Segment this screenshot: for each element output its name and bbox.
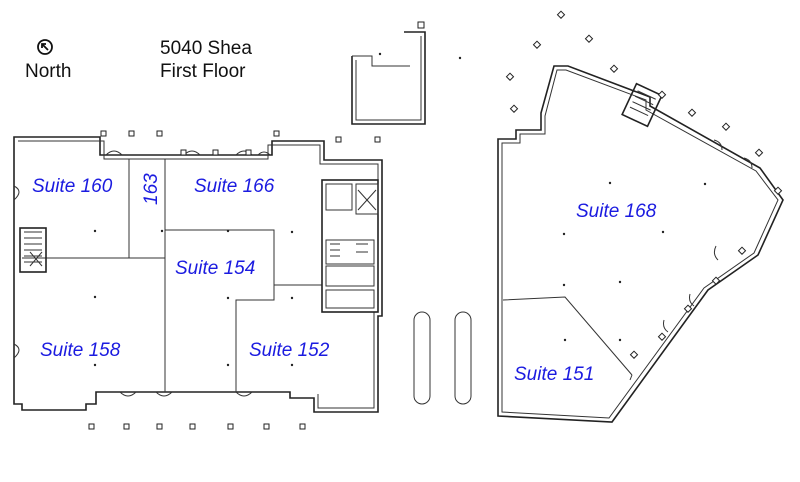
building-name: 5040 Shea — [160, 38, 252, 59]
suite-158-label: Suite 158 — [40, 340, 121, 361]
interior-columns — [93, 52, 707, 367]
parking-island — [454, 311, 472, 405]
right-building — [497, 65, 784, 423]
parking-island — [413, 311, 431, 405]
north-arrow-icon — [37, 39, 53, 55]
left-building — [13, 136, 383, 413]
suite-166-label: Suite 166 — [194, 176, 275, 197]
suite-151-label: Suite 151 — [514, 364, 594, 385]
suite-163-label: 163 — [141, 173, 162, 205]
annex-structure — [351, 21, 426, 125]
floor-name: First Floor — [160, 61, 246, 82]
suite-168-label: Suite 168 — [576, 201, 657, 222]
suite-160-label: Suite 160 — [32, 176, 113, 197]
suite-154-label: Suite 154 — [175, 258, 255, 279]
column-markers — [88, 10, 783, 430]
compass-label: North — [25, 61, 72, 82]
suite-152-label: Suite 152 — [249, 340, 330, 361]
